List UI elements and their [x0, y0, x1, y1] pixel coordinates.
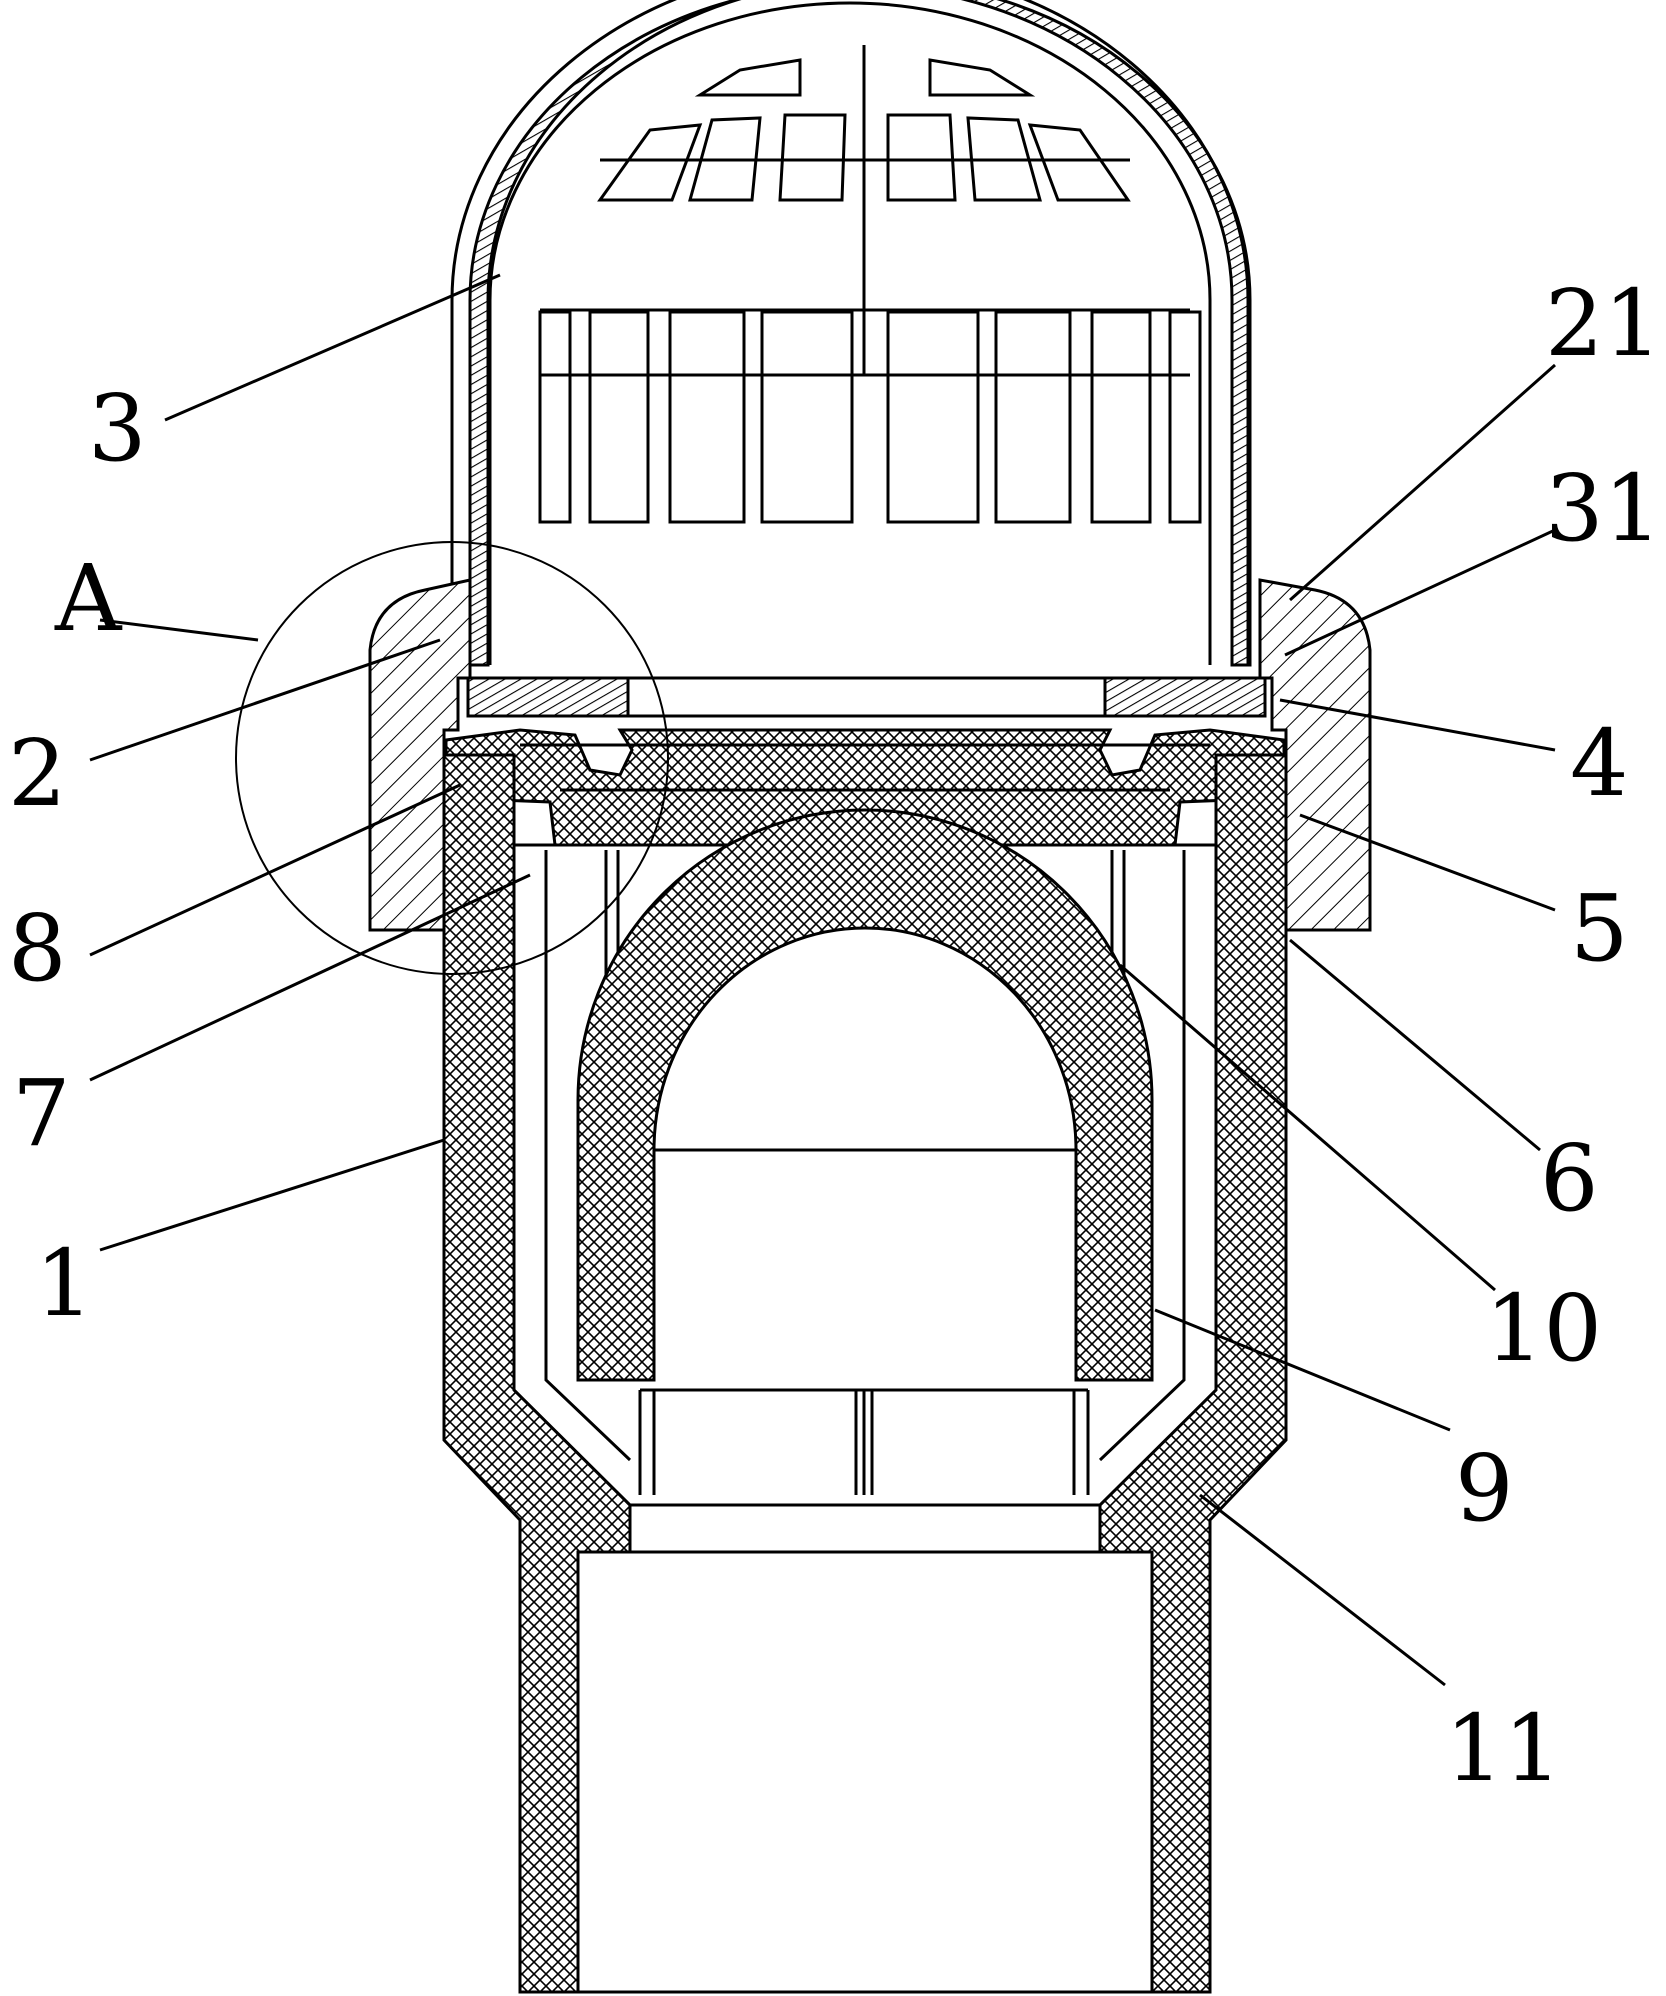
label-9: 9: [1455, 1435, 1514, 1542]
label-a: A: [54, 545, 123, 652]
label-7: 7: [12, 1060, 71, 1167]
label-21: 21: [1545, 270, 1662, 377]
threaded-ring: [468, 678, 1265, 716]
float: [578, 810, 1152, 1380]
label-2: 2: [8, 720, 67, 827]
label-8: 8: [8, 895, 67, 1002]
label-11: 11: [1445, 1695, 1562, 1802]
label-1: 1: [35, 1230, 94, 1337]
leader-lines: [90, 275, 1555, 1685]
label-4: 4: [1570, 710, 1629, 817]
label-10: 10: [1485, 1275, 1602, 1382]
label-3: 3: [88, 375, 147, 482]
labels: 3 21 31 A 2 4 8 5 7 6 1 10 9 11: [8, 270, 1662, 1802]
dome-inner-slots: [540, 45, 1200, 522]
label-5: 5: [1570, 875, 1629, 982]
label-31: 31: [1545, 455, 1662, 562]
main-housing: [444, 755, 1286, 1992]
label-6: 6: [1540, 1125, 1599, 1232]
